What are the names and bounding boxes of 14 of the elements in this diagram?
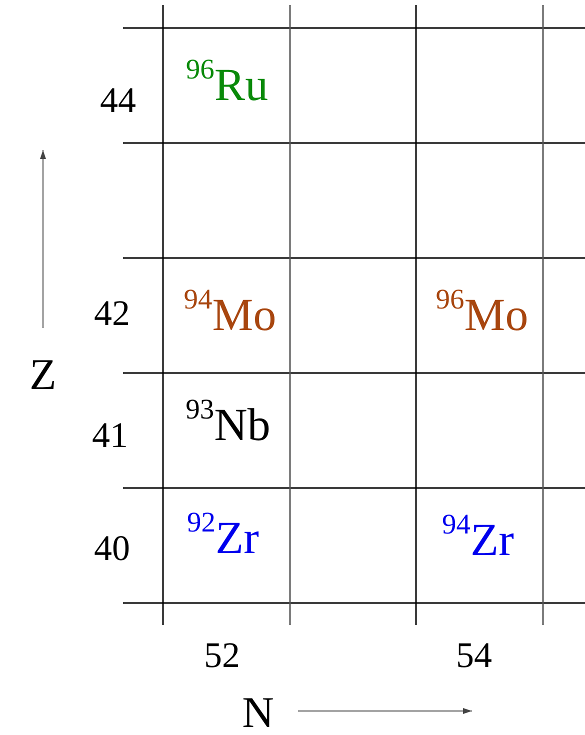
column-number: 52 <box>204 637 240 673</box>
axis-label: N <box>242 691 274 735</box>
axis-label: Z <box>30 353 56 397</box>
row-number: 40 <box>94 530 130 566</box>
row-number: 41 <box>92 417 128 453</box>
nuclide-label: $^{96}$Ru <box>186 62 268 108</box>
nuclide-label: $^{94}$Mo <box>184 292 276 338</box>
nuclide-label: $^{96}$Mo <box>436 292 528 338</box>
nuclide-label: $^{92}$Zr <box>187 515 259 561</box>
row-number: 42 <box>94 295 130 331</box>
nuclide-label: $^{93}$Nb <box>186 402 270 448</box>
nuclide-label: $^{94}$Zr <box>442 517 514 563</box>
row-number: 44 <box>100 82 136 118</box>
column-number: 54 <box>456 637 492 673</box>
